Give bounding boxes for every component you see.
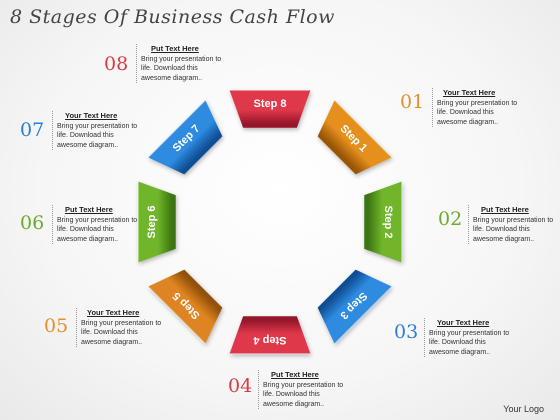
segment-step-2 xyxy=(364,181,402,263)
segment-highlight xyxy=(334,99,393,158)
segment-highlight xyxy=(147,286,206,345)
logo-placeholder: Your Logo xyxy=(503,404,544,414)
callout-body: Bring your presentation to life. Downloa… xyxy=(57,217,138,243)
callout-text: Put Text Here Bring your presentation to… xyxy=(52,205,143,245)
page-title: 8 Stages Of Business Cash Flow xyxy=(10,6,335,28)
callout-heading: Put Text Here xyxy=(481,205,529,214)
callout-number: 03 xyxy=(394,321,419,343)
callout-number: 06 xyxy=(20,212,45,234)
callout-heading: Put Text Here xyxy=(65,205,113,214)
segment-highlight xyxy=(147,99,206,158)
segment-highlight xyxy=(334,286,393,345)
segment-label-step-2: Step 2 xyxy=(382,205,394,238)
segment-step-5 xyxy=(148,269,223,344)
callout-text: Your Text Here Bring your presentation t… xyxy=(52,111,143,151)
callout-number: 02 xyxy=(438,208,463,230)
callout-heading: Your Text Here xyxy=(65,111,118,120)
callout-text: Your Text Here Bring your presentation t… xyxy=(76,308,167,348)
callout-heading: Put Text Here xyxy=(271,370,319,379)
callout-number: 05 xyxy=(44,315,69,337)
segment-step-6 xyxy=(138,181,176,263)
callout-number: 01 xyxy=(400,91,425,113)
callout-body: Bring your presentation to life. Downloa… xyxy=(141,56,222,82)
callout-text: Your Text Here Bring your presentation t… xyxy=(432,88,523,128)
callout-heading: Put Text Here xyxy=(151,44,199,53)
callout-number: 08 xyxy=(104,53,129,75)
segment-label-step-4: Step 4 xyxy=(253,334,287,346)
callout-text: Your Text Here Bring your presentation t… xyxy=(424,318,515,358)
callout-number: 07 xyxy=(20,119,45,141)
segment-label-step-6: Step 6 xyxy=(146,205,158,238)
segment-step-1 xyxy=(317,100,392,175)
callout-body: Bring your presentation to life. Downloa… xyxy=(57,123,138,149)
segment-step-8 xyxy=(229,90,311,128)
segment-step-7 xyxy=(148,100,223,175)
segment-label-step-8: Step 8 xyxy=(253,98,286,110)
callout-body: Bring your presentation to life. Downloa… xyxy=(429,330,510,356)
callout-heading: Your Text Here xyxy=(437,318,490,327)
callout-body: Bring your presentation to life. Downloa… xyxy=(437,100,518,126)
callout-text: Put Text Here Bring your presentation to… xyxy=(136,44,227,84)
callout-body: Bring your presentation to life. Downloa… xyxy=(263,382,344,408)
callout-body: Bring your presentation to life. Downloa… xyxy=(473,217,554,243)
callout-heading: Your Text Here xyxy=(87,308,140,317)
segment-step-4 xyxy=(229,316,311,354)
segment-step-3 xyxy=(317,269,392,344)
callout-text: Put Text Here Bring your presentation to… xyxy=(258,370,349,410)
callout-text: Put Text Here Bring your presentation to… xyxy=(468,205,559,245)
callout-heading: Your Text Here xyxy=(443,88,496,97)
callout-number: 04 xyxy=(228,375,253,397)
callout-body: Bring your presentation to life. Downloa… xyxy=(81,320,162,346)
